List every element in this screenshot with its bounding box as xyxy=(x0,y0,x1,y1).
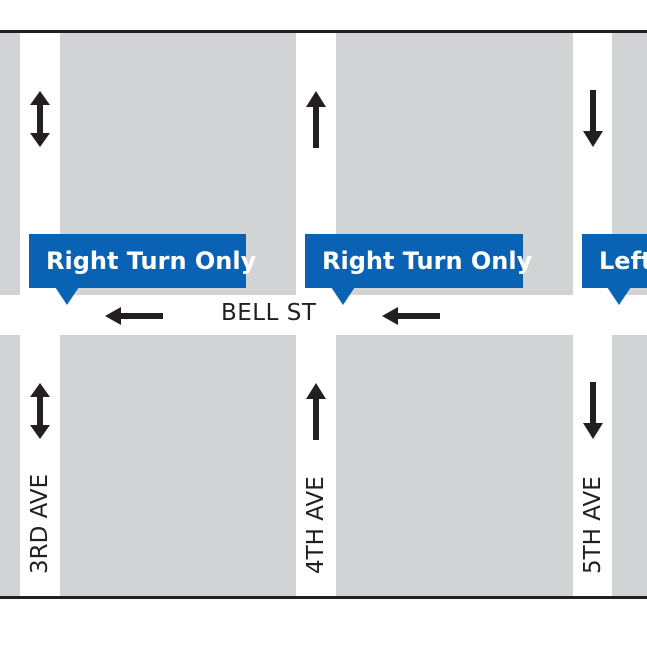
two-way-arrow-icon xyxy=(30,383,50,439)
up-arrow-icon xyxy=(306,91,326,148)
city-block xyxy=(612,335,647,596)
down-arrow-icon xyxy=(583,90,603,147)
turn-sign-4th-ave: Right Turn Only xyxy=(305,234,532,305)
map-top-border xyxy=(0,30,647,33)
city-block xyxy=(60,335,296,596)
turn-sign-label: Right Turn Only xyxy=(46,247,257,275)
two-way-arrow-icon xyxy=(30,91,50,147)
sign-pointer xyxy=(55,287,79,305)
map-bottom-border xyxy=(0,596,647,599)
left-arrow-icon xyxy=(105,307,163,325)
up-arrow-icon xyxy=(306,383,326,440)
sign-pointer xyxy=(607,287,631,305)
turn-sign-5th-ave: Left xyxy=(582,234,647,305)
street-label-3rd-ave: 3RD AVE xyxy=(27,473,53,574)
turn-sign-3rd-ave: Right Turn Only xyxy=(29,234,256,305)
city-block xyxy=(0,335,20,596)
street-label-5th-ave: 5TH AVE xyxy=(580,476,606,574)
city-block xyxy=(336,335,573,596)
street-label-4th-ave: 4TH AVE xyxy=(303,476,329,574)
down-arrow-icon xyxy=(583,382,603,439)
sign-pointer xyxy=(331,287,355,305)
turn-sign-label: Left xyxy=(599,247,647,275)
street-label-bell-st: BELL ST xyxy=(221,300,317,326)
turn-sign-label: Right Turn Only xyxy=(322,247,533,275)
left-arrow-icon xyxy=(382,307,440,325)
city-block xyxy=(0,33,20,295)
